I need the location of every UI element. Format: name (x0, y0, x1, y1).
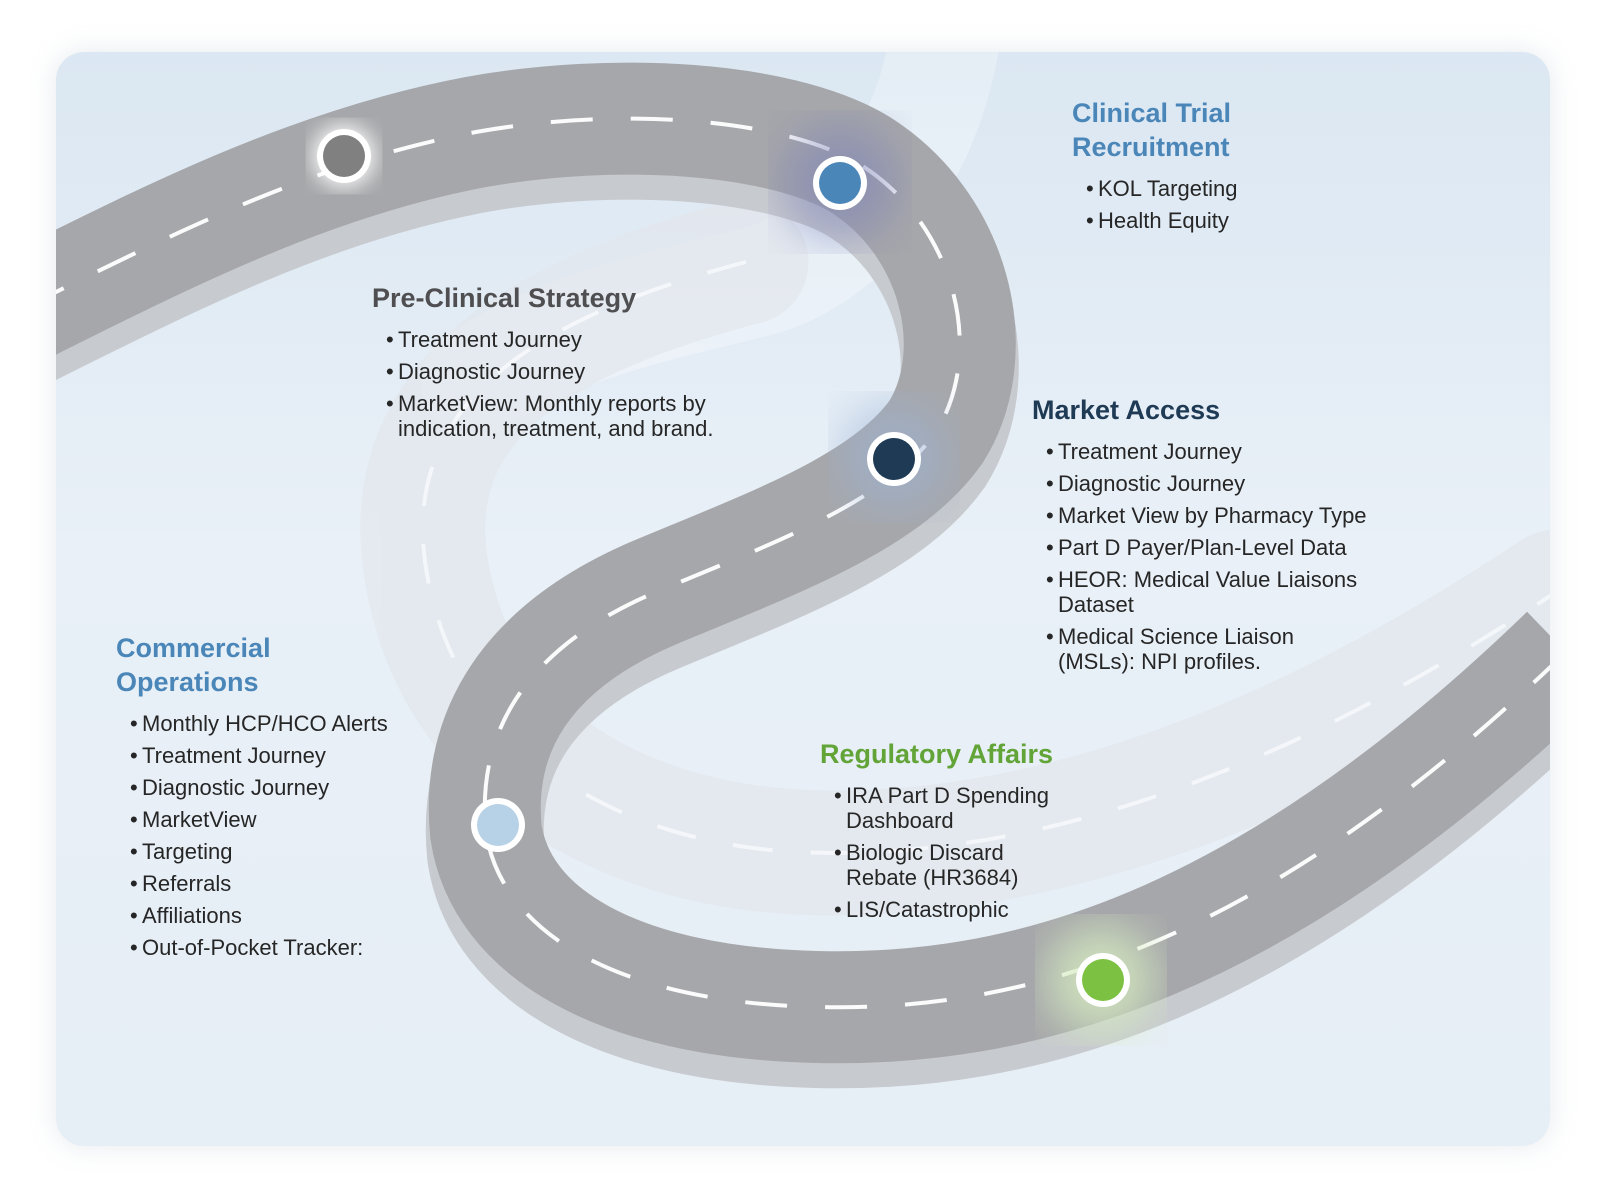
section-commercial: Commercial Operations Monthly HCP/HCO Al… (116, 631, 388, 967)
commercial-list: Monthly HCP/HCO Alerts Treatment Journey… (116, 711, 388, 960)
list-item: LIS/Catastrophic (834, 897, 1053, 922)
list-item: Referrals (130, 871, 388, 896)
milestone-clinical-trial (813, 156, 867, 210)
list-item: KOL Targeting (1086, 176, 1237, 201)
list-item: Affiliations (130, 903, 388, 928)
list-item: Out-of-Pocket Tracker: (130, 935, 388, 960)
section-market-access: Market Access Treatment Journey Diagnost… (1032, 393, 1367, 681)
regulatory-title: Regulatory Affairs (820, 739, 1054, 769)
section-pre-clinical: Pre-Clinical Strategy Treatment Journey … (372, 281, 714, 448)
clinical-trial-title: Clinical Trial Recruitment (1072, 98, 1232, 162)
section-clinical-trial: Clinical Trial Recruitment KOL Targeting… (1072, 96, 1237, 240)
list-item: Diagnostic Journey (130, 775, 388, 800)
commercial-title: Commercial Operations (116, 633, 271, 697)
list-item: IRA Part D Spending Dashboard (834, 783, 1053, 833)
pre-clinical-title: Pre-Clinical Strategy (372, 283, 637, 313)
pre-clinical-list: Treatment Journey Diagnostic Journey Mar… (372, 327, 714, 441)
clinical-trial-list: KOL Targeting Health Equity (1072, 176, 1237, 233)
list-item: Market View by Pharmacy Type (1046, 503, 1367, 528)
milestone-regulatory (1076, 953, 1130, 1007)
list-item: MarketView (130, 807, 388, 832)
list-item: Diagnostic Journey (1046, 471, 1367, 496)
list-item: Health Equity (1086, 208, 1237, 233)
list-item: HEOR: Medical Value Liaisons Dataset (1046, 567, 1367, 617)
list-item: Treatment Journey (130, 743, 388, 768)
list-item: Medical Science Liaison (MSLs): NPI prof… (1046, 624, 1367, 674)
regulatory-list: IRA Part D Spending Dashboard Biologic D… (820, 783, 1053, 922)
list-item: Monthly HCP/HCO Alerts (130, 711, 388, 736)
milestone-pre-clinical (312, 124, 376, 188)
roadmap-card: Clinical Trial Recruitment KOL Targeting… (56, 52, 1550, 1146)
market-access-list: Treatment Journey Diagnostic Journey Mar… (1032, 439, 1367, 674)
list-item: Treatment Journey (1046, 439, 1367, 464)
list-item: Part D Payer/Plan-Level Data (1046, 535, 1367, 560)
milestone-market-access (867, 432, 921, 486)
list-item: Targeting (130, 839, 388, 864)
list-item: Treatment Journey (386, 327, 714, 352)
market-access-title: Market Access (1032, 395, 1221, 425)
road-center-dashes (56, 116, 1550, 1010)
section-regulatory: Regulatory Affairs IRA Part D Spending D… (820, 737, 1053, 929)
list-item: MarketView: Monthly reports by indicatio… (386, 391, 714, 441)
list-item: Biologic Discard Rebate (HR3684) (834, 840, 1053, 890)
milestone-commercial (471, 798, 525, 852)
list-item: Diagnostic Journey (386, 359, 714, 384)
